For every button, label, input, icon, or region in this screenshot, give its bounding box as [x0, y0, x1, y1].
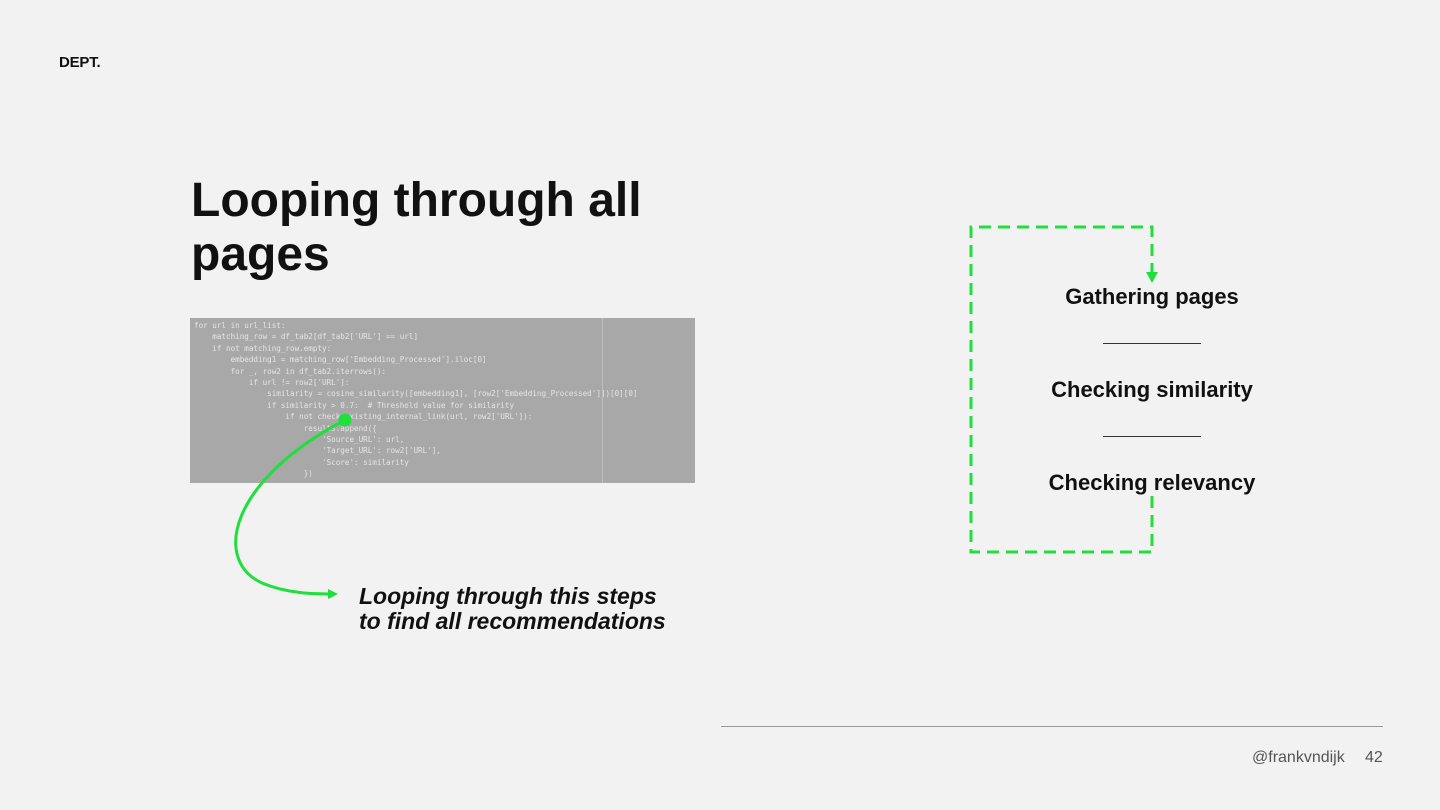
code-block: for url in url_list: matching_row = df_t…	[194, 321, 638, 479]
step-checking-similarity: Checking similarity	[1051, 377, 1253, 402]
slide-title: Looping through all pages	[191, 174, 642, 281]
step-gathering-pages: Gathering pages	[1065, 284, 1239, 309]
callout-line-1: Looping through this steps	[359, 583, 657, 609]
code-screenshot: for url in url_list: matching_row = df_t…	[190, 318, 695, 483]
step-separator	[1103, 436, 1201, 437]
steps-list: Gathering pages Checking similarity Chec…	[1012, 280, 1292, 500]
callout-text: Looping through this steps to find all r…	[359, 584, 719, 634]
curved-arrow	[234, 418, 346, 599]
loop-arrowhead	[1146, 272, 1158, 283]
page-number: 42	[1365, 749, 1383, 766]
callout-line-2: to find all recommendations	[359, 608, 666, 634]
loop-arrow	[969, 225, 1154, 554]
step-separator	[1103, 343, 1201, 344]
footer-divider	[721, 726, 1383, 727]
code-gutter-line	[602, 318, 603, 483]
footer-handle: @frankvndijk	[1252, 749, 1345, 766]
step-checking-relevancy: Checking relevancy	[1048, 470, 1256, 495]
arrow-start-dot	[338, 413, 352, 427]
dept-logo: DEPT.	[59, 54, 101, 71]
